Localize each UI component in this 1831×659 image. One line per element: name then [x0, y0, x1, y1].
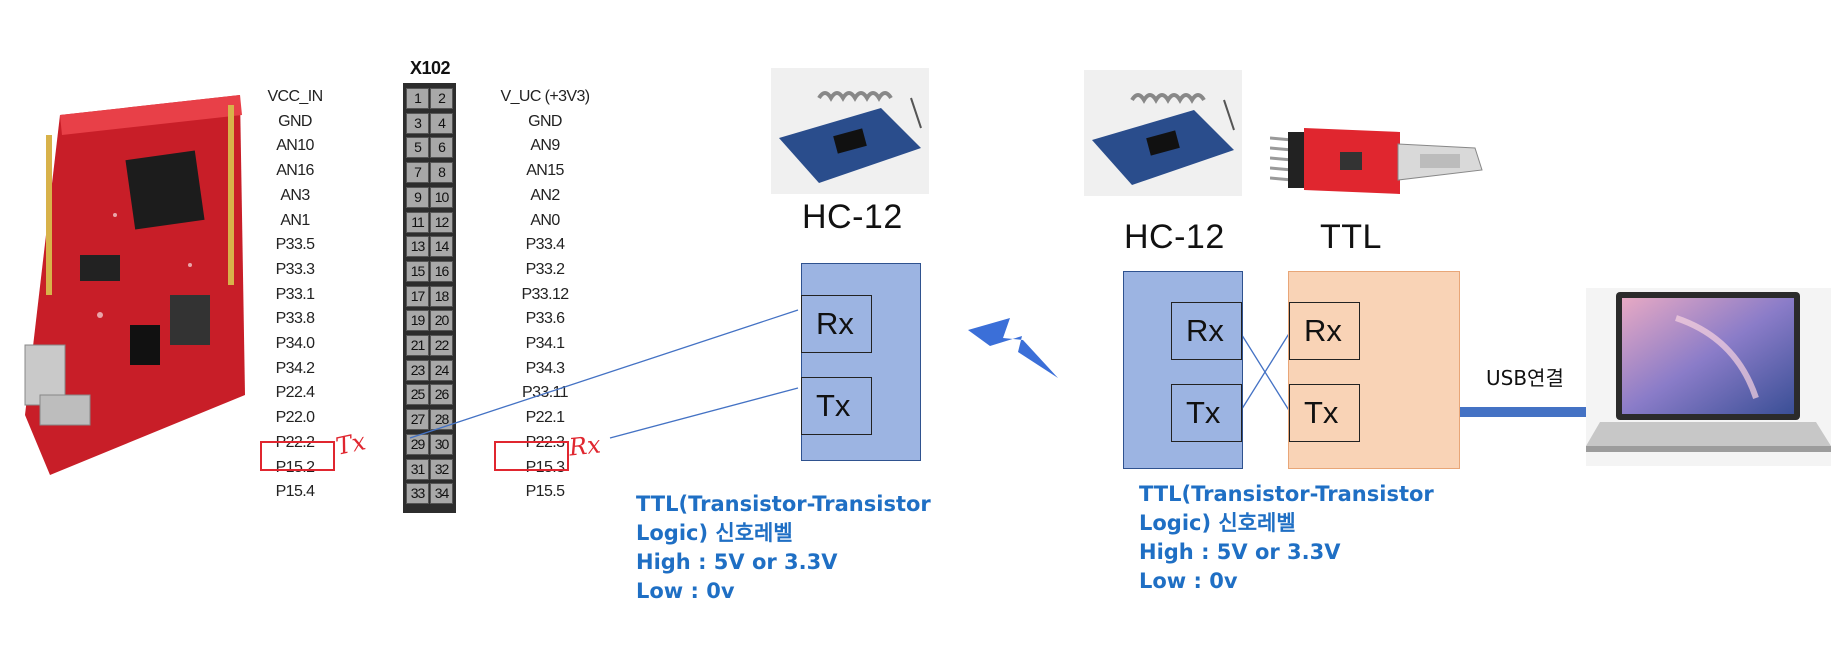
pin-label-right: AN0 [530, 211, 560, 229]
hc12-label-right: HC-12 [1124, 218, 1225, 256]
pin-number-even: 30 [430, 433, 453, 455]
ttl-label: TTL [1320, 218, 1382, 256]
pin-number-even: 8 [430, 162, 453, 184]
pin-label-right: P33.4 [525, 236, 565, 254]
pin-number-odd: 7 [406, 162, 429, 184]
pin-label-left: AN16 [276, 162, 314, 180]
pin-number-even: 14 [430, 236, 453, 258]
cross-line-2 [1239, 331, 1291, 413]
pin-label-left: GND [278, 112, 312, 130]
pin-label-right: AN9 [530, 137, 560, 155]
p15-3-highlight-box [494, 441, 569, 471]
microcontroller-board-image [24, 95, 245, 475]
pin-label-left: P34.2 [275, 359, 315, 377]
hc12-rx-pin-right: Rx [1171, 302, 1242, 360]
pin-label-right: P15.5 [525, 483, 565, 501]
pin-number-even: 26 [430, 384, 453, 406]
laptop-image [1586, 288, 1831, 466]
pin-label-left: P15.4 [275, 483, 315, 501]
pin-number-odd: 3 [406, 112, 429, 134]
pin-label-right: GND [528, 112, 562, 130]
pin-label-left: P33.8 [275, 310, 315, 328]
tx-connection-line [409, 309, 799, 439]
pin-label-left: P34.0 [275, 335, 315, 352]
pin-label-left: P22.0 [275, 409, 315, 427]
pin-number-even: 32 [430, 458, 453, 480]
usb-connection-label: USB연결 [1486, 366, 1564, 390]
hc12-tx-pin-left: Tx [801, 377, 872, 435]
pin-label-left: AN1 [280, 211, 310, 229]
pin-number-even: 28 [430, 409, 453, 431]
ttl-rx-pin: Rx [1289, 302, 1360, 360]
pin-label-right: P15.3 [525, 458, 565, 476]
usb-ttl-adapter-image [1270, 128, 1483, 194]
connector-title: X102 [409, 58, 451, 78]
ttl-note-right: TTL(Transistor-Transistor Logic) 신호레벨 Hi… [1139, 482, 1434, 593]
pin-number-even: 20 [430, 310, 453, 332]
hc12-tx-pin-right: Tx [1171, 384, 1242, 442]
ttl-tx-pin: Tx [1289, 384, 1360, 442]
hc12-module-image-right [1084, 70, 1242, 196]
ttl-note-left: TTL(Transistor-Transistor Logic) 신호레벨 Hi… [636, 492, 931, 603]
pin-number-even: 10 [430, 186, 453, 208]
pin-label-right: AN2 [530, 186, 560, 204]
pin-number-even: 2 [430, 88, 453, 109]
pin-label-right: P34.3 [525, 359, 565, 377]
lightning-icon [968, 318, 1058, 378]
p15-2-highlight-box [260, 441, 335, 471]
pin-number-odd: 1 [406, 88, 429, 109]
pin-label-right: P33.6 [525, 310, 565, 328]
pin-number-odd: 15 [406, 260, 429, 282]
hc12-rx-pin-left: Rx [801, 295, 872, 353]
pin-label-left: P33.3 [275, 260, 315, 278]
pin-label-left: P33.1 [275, 285, 315, 303]
pin-number-even: 4 [430, 112, 453, 134]
pin-number-odd: 31 [406, 458, 429, 480]
pin-label-right: P33.2 [525, 260, 565, 278]
pin-label-right: P33.12 [521, 285, 569, 303]
ttl-module-box: Rx Tx [1288, 271, 1460, 469]
pin-number-odd: 25 [406, 384, 429, 406]
pin-label-left: P22.4 [275, 384, 315, 402]
hc12-module-box-right: Rx Tx [1123, 271, 1243, 469]
pin-number-odd: 23 [406, 359, 429, 381]
hc12-module-image-left [771, 68, 929, 194]
pin-number-odd: 33 [406, 483, 429, 505]
pin-label-right: P34.1 [525, 335, 565, 352]
pin-number-odd: 27 [406, 409, 429, 431]
pin-label-left: AN3 [280, 186, 310, 204]
pin-number-odd: 29 [406, 433, 429, 455]
hc12-module-box-left: Rx Tx [801, 263, 921, 461]
pin-number-odd: 13 [406, 236, 429, 258]
hc12-label-left: HC-12 [802, 198, 903, 236]
pin-number-odd: 21 [406, 335, 429, 356]
pin-number-odd: 17 [406, 285, 429, 307]
pin-label-left: P15.2 [275, 458, 315, 476]
pin-number-even: 18 [430, 285, 453, 307]
pin-label-left: VCC_IN [267, 88, 323, 105]
pin-label-right: V_UC (+3V3) [500, 88, 591, 105]
pin-number-even: 12 [430, 211, 453, 233]
pin-number-even: 22 [430, 335, 453, 356]
pin-label-right: P22.1 [525, 409, 565, 427]
pin-number-even: 24 [430, 359, 453, 381]
pin-number-odd: 19 [406, 310, 429, 332]
pin-label-left: AN10 [276, 137, 314, 155]
pin-number-even: 16 [430, 260, 453, 282]
pin-number-even: 6 [430, 137, 453, 159]
rx-connection-line [609, 387, 799, 439]
pin-number-odd: 5 [406, 137, 429, 159]
pin-number-odd: 11 [406, 211, 429, 233]
pin-label-left: P33.5 [275, 236, 315, 254]
pin-number-even: 34 [430, 483, 453, 505]
pin-number-odd: 9 [406, 186, 429, 208]
pin-label-right: AN15 [526, 162, 564, 180]
